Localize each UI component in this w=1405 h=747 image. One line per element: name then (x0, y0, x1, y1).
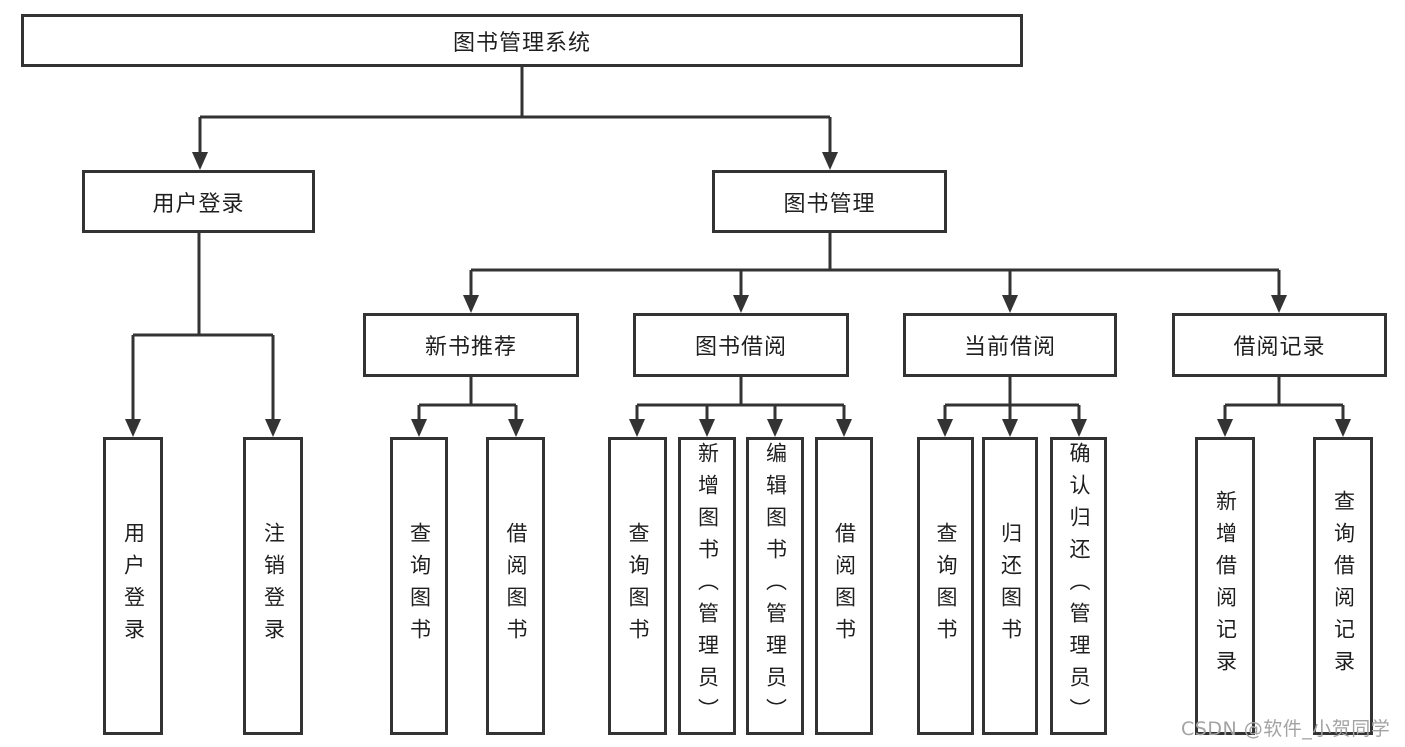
node-new-book-recommend: 新书推荐 (363, 313, 579, 377)
leaf-user-login: 用户登录 (103, 437, 163, 735)
csdn-watermark: CSDN @软件_小贺同学 (1181, 718, 1391, 740)
node-root: 图书管理系统 (21, 14, 1023, 67)
leaf-current-confirm-return-admin: 确认归还（管理员） (1050, 437, 1107, 735)
leaf-recommend-query-book: 查询图书 (390, 437, 448, 735)
leaf-current-return-book: 归还图书 (982, 437, 1038, 735)
leaf-records-query-record: 查询借阅记录 (1313, 437, 1373, 735)
node-book-borrow: 图书借阅 (633, 313, 849, 377)
leaf-current-query-book: 查询图书 (917, 437, 974, 735)
leaf-records-add-record: 新增借阅记录 (1195, 437, 1255, 735)
leaf-borrow-add-book-admin: 新增图书（管理员） (678, 437, 736, 735)
leaf-borrow-query-book: 查询图书 (608, 437, 667, 735)
leaf-logout: 注销登录 (243, 437, 303, 735)
node-borrow-records: 借阅记录 (1172, 313, 1387, 377)
leaf-borrow-edit-book-admin: 编辑图书（管理员） (746, 437, 804, 735)
node-book-management: 图书管理 (712, 170, 947, 233)
leaf-borrow-borrow-book: 借阅图书 (815, 437, 873, 735)
leaf-recommend-borrow-book: 借阅图书 (486, 437, 545, 735)
node-current-borrow: 当前借阅 (903, 313, 1117, 377)
node-user-login: 用户登录 (82, 170, 315, 233)
